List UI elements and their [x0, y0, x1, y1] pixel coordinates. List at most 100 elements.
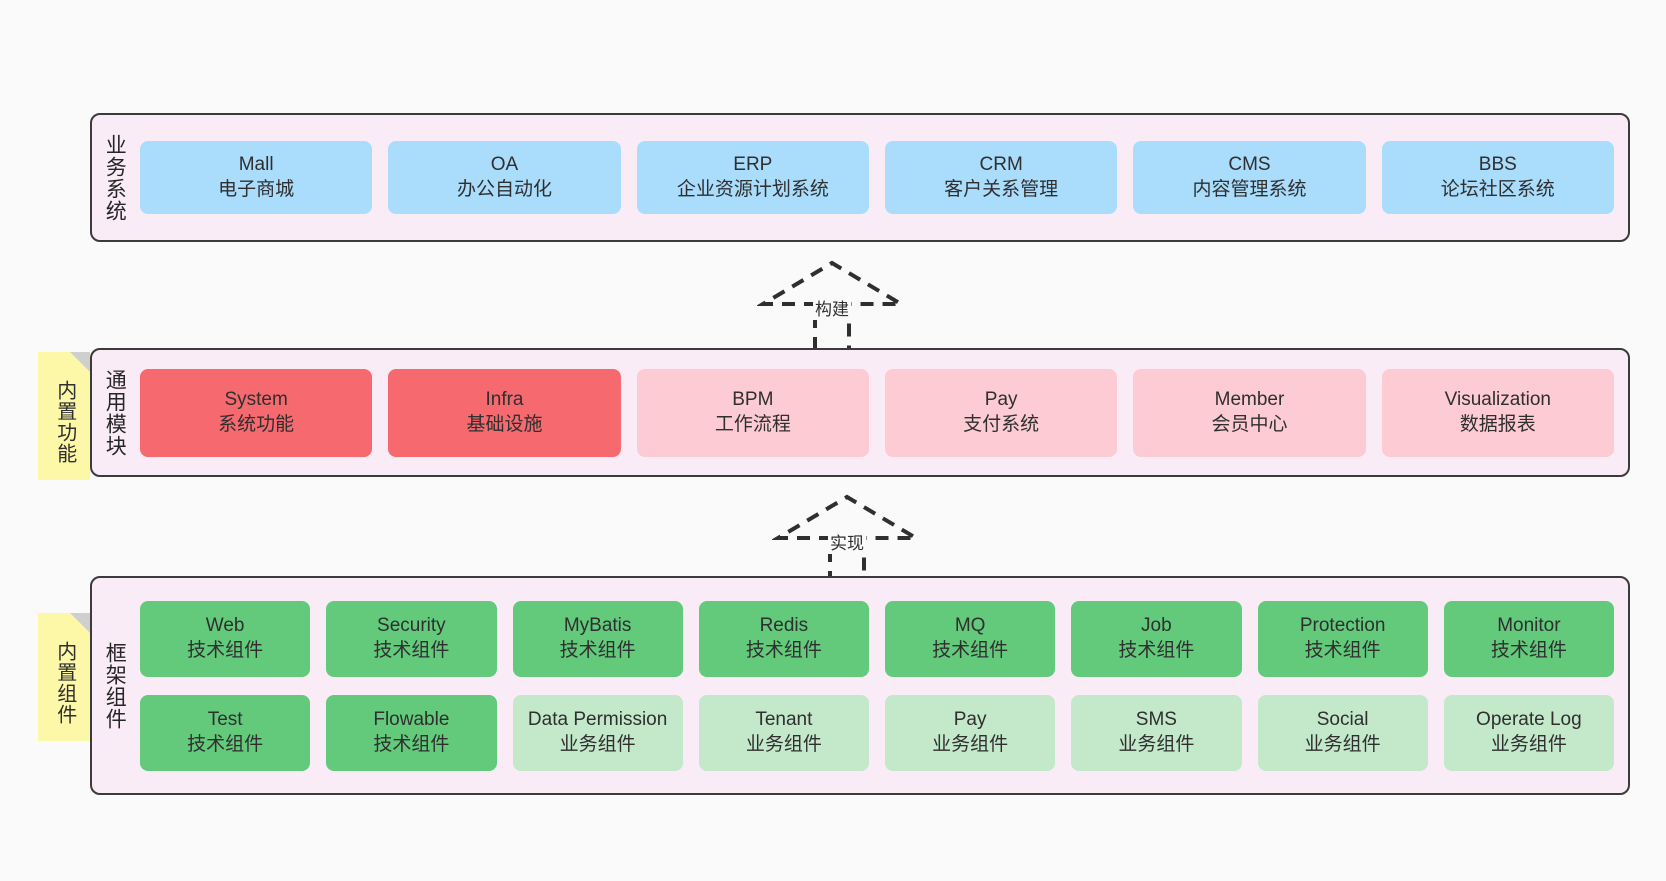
layer-framework-components: 框架组件 Web 技术组件 Security 技术组件 MyBatis 技术组件… [90, 576, 1630, 795]
node-erp[interactable]: ERP 企业资源计划系统 [636, 141, 869, 214]
node-social-subtitle: 业务组件 [1304, 733, 1381, 755]
node-mybatis[interactable]: MyBatis 技术组件 [512, 600, 683, 677]
node-pay-component-title: Pay [953, 709, 987, 731]
node-protection-title: Protection [1299, 615, 1386, 637]
node-tenant-title: Tenant [755, 709, 813, 731]
layer-common-modules: 通用模块 System 系统功能 Infra 基础设施 BPM 工作流程 Pay… [90, 348, 1630, 477]
node-data-permission[interactable]: Data Permission 业务组件 [512, 694, 683, 771]
node-oa-subtitle: 办公自动化 [456, 178, 552, 200]
node-bpm-title: BPM [732, 389, 774, 411]
node-monitor-subtitle: 技术组件 [1490, 639, 1567, 661]
node-sms[interactable]: SMS 业务组件 [1071, 694, 1242, 771]
node-mall-subtitle: 电子商城 [218, 178, 295, 200]
node-protection-subtitle: 技术组件 [1304, 639, 1381, 661]
node-monitor[interactable]: Monitor 技术组件 [1443, 600, 1614, 677]
node-visualization-title: Visualization [1444, 389, 1551, 411]
node-pay-module-subtitle: 支付系统 [963, 413, 1040, 435]
layer-title-business-system: 业务系统 [103, 133, 127, 222]
node-security-subtitle: 技术组件 [373, 639, 450, 661]
node-visualization[interactable]: Visualization 数据报表 [1381, 368, 1614, 457]
node-member-subtitle: 会员中心 [1211, 413, 1288, 435]
node-cms-title: CMS [1228, 154, 1271, 176]
node-web-subtitle: 技术组件 [187, 639, 264, 661]
node-crm-subtitle: 客户关系管理 [944, 178, 1059, 200]
node-bpm[interactable]: BPM 工作流程 [636, 368, 869, 457]
node-mybatis-title: MyBatis [563, 615, 632, 637]
node-system-subtitle: 系统功能 [218, 413, 295, 435]
node-oa[interactable]: OA 办公自动化 [388, 141, 621, 214]
node-redis-subtitle: 技术组件 [745, 639, 822, 661]
node-oa-title: OA [490, 154, 519, 176]
node-data-permission-subtitle: 业务组件 [559, 733, 636, 755]
node-cms[interactable]: CMS 内容管理系统 [1133, 141, 1366, 214]
layer-title-framework-components: 框架组件 [103, 641, 127, 730]
node-tenant[interactable]: Tenant 业务组件 [698, 694, 869, 771]
note-builtin-component: 内置组件 [38, 613, 90, 741]
layer-title-common-modules: 通用模块 [103, 368, 127, 457]
node-bbs-title: BBS [1478, 154, 1517, 176]
node-security[interactable]: Security 技术组件 [326, 600, 497, 677]
node-sms-title: SMS [1135, 709, 1177, 731]
node-erp-title: ERP [733, 154, 773, 176]
node-flowable[interactable]: Flowable 技术组件 [326, 694, 497, 771]
node-operate-log-subtitle: 业务组件 [1490, 733, 1567, 755]
node-web-title: Web [205, 615, 245, 637]
node-bpm-subtitle: 工作流程 [714, 413, 791, 435]
node-crm-title: CRM [979, 154, 1023, 176]
node-pay-component-subtitle: 业务组件 [932, 733, 1009, 755]
arrow-label-realize: 实现 [828, 529, 866, 554]
node-visualization-subtitle: 数据报表 [1459, 413, 1536, 435]
node-test-title: Test [207, 709, 243, 731]
arrow-label-build: 构建 [813, 295, 851, 320]
layer-business-system: 业务系统 Mall 电子商城 OA 办公自动化 ERP 企业资源计划系统 CRM… [90, 113, 1630, 242]
note-builtin-function-text: 内置功能 [53, 380, 76, 464]
node-mybatis-subtitle: 技术组件 [559, 639, 636, 661]
node-crm[interactable]: CRM 客户关系管理 [884, 141, 1118, 214]
node-job[interactable]: Job 技术组件 [1071, 600, 1242, 677]
row-business-systems: Mall 电子商城 OA 办公自动化 ERP 企业资源计划系统 CRM 客户关系… [140, 141, 1614, 214]
node-system[interactable]: System 系统功能 [140, 368, 373, 457]
node-social[interactable]: Social 业务组件 [1257, 694, 1428, 771]
node-infra-title: Infra [485, 389, 524, 411]
node-infra[interactable]: Infra 基础设施 [388, 368, 621, 457]
node-mall[interactable]: Mall 电子商城 [140, 141, 373, 214]
node-social-title: Social [1316, 709, 1369, 731]
node-pay-module[interactable]: Pay 支付系统 [884, 368, 1118, 457]
node-mall-title: Mall [238, 154, 274, 176]
node-data-permission-title: Data Permission [527, 709, 668, 731]
node-system-title: System [224, 389, 288, 411]
layer-body-business-system: Mall 电子商城 OA 办公自动化 ERP 企业资源计划系统 CRM 客户关系… [136, 115, 1628, 240]
node-web[interactable]: Web 技术组件 [140, 600, 311, 677]
node-redis-title: Redis [759, 615, 809, 637]
node-test[interactable]: Test 技术组件 [140, 694, 311, 771]
row-technical-components: Web 技术组件 Security 技术组件 MyBatis 技术组件 Redi… [140, 600, 1614, 677]
node-redis[interactable]: Redis 技术组件 [698, 600, 869, 677]
generalization-arrow-build: 构建 [757, 258, 907, 350]
node-operate-log[interactable]: Operate Log 业务组件 [1443, 694, 1614, 771]
node-protection[interactable]: Protection 技术组件 [1257, 600, 1428, 677]
node-flowable-subtitle: 技术组件 [373, 733, 450, 755]
row-common-modules: System 系统功能 Infra 基础设施 BPM 工作流程 Pay 支付系统… [140, 368, 1614, 457]
node-operate-log-title: Operate Log [1476, 709, 1582, 731]
node-bbs-subtitle: 论坛社区系统 [1440, 178, 1555, 200]
node-member-title: Member [1214, 389, 1285, 411]
note-builtin-function: 内置功能 [38, 352, 90, 480]
node-flowable-title: Flowable [373, 709, 450, 731]
node-erp-subtitle: 企业资源计划系统 [676, 178, 829, 200]
node-member[interactable]: Member 会员中心 [1133, 368, 1366, 457]
node-sms-subtitle: 业务组件 [1118, 733, 1195, 755]
node-pay-component[interactable]: Pay 业务组件 [885, 694, 1056, 771]
node-job-subtitle: 技术组件 [1118, 639, 1195, 661]
node-bbs[interactable]: BBS 论坛社区系统 [1381, 141, 1614, 214]
node-mq[interactable]: MQ 技术组件 [885, 600, 1056, 677]
node-pay-module-title: Pay [984, 389, 1018, 411]
node-monitor-title: Monitor [1497, 615, 1561, 637]
node-mq-title: MQ [954, 615, 986, 637]
note-builtin-component-text: 内置组件 [53, 641, 76, 725]
row-business-components: Test 技术组件 Flowable 技术组件 Data Permission … [140, 694, 1614, 771]
generalization-arrow-realize: 实现 [772, 492, 922, 584]
layer-body-common-modules: System 系统功能 Infra 基础设施 BPM 工作流程 Pay 支付系统… [136, 350, 1628, 475]
node-tenant-subtitle: 业务组件 [745, 733, 822, 755]
node-job-title: Job [1141, 615, 1172, 637]
